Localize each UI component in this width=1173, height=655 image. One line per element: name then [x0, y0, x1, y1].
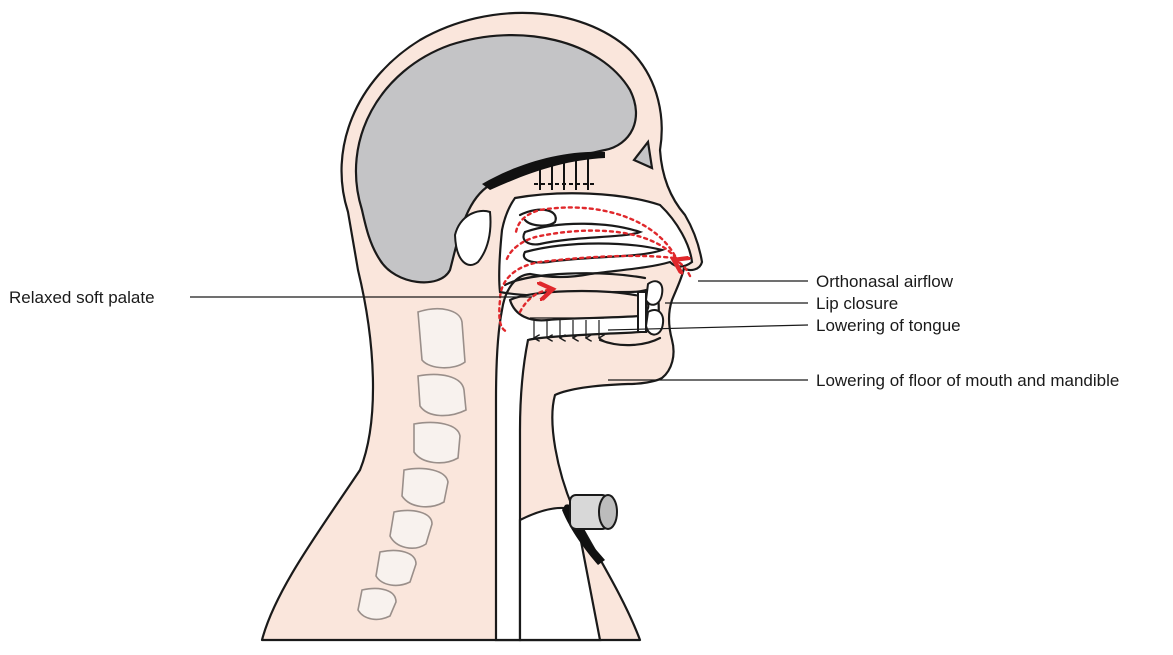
label-orthonasal-airflow: Orthonasal airflow — [816, 272, 954, 291]
vertebra — [418, 375, 466, 416]
vertebra — [376, 551, 416, 586]
vertebra — [402, 469, 448, 507]
label-lowering-of-floor: Lowering of floor of mouth and mandible — [816, 371, 1119, 390]
front-teeth — [638, 292, 646, 332]
label-relaxed-soft-palate: Relaxed soft palate — [9, 288, 155, 307]
vertebra — [358, 589, 396, 620]
label-lip-closure: Lip closure — [816, 294, 898, 313]
vertebra — [390, 511, 432, 549]
upper-lip — [646, 281, 662, 305]
vertebra — [418, 309, 465, 368]
tongue — [510, 291, 648, 320]
vertebra — [414, 423, 460, 463]
lower-lip — [646, 310, 663, 335]
label-lowering-of-tongue: Lowering of tongue — [816, 316, 961, 335]
